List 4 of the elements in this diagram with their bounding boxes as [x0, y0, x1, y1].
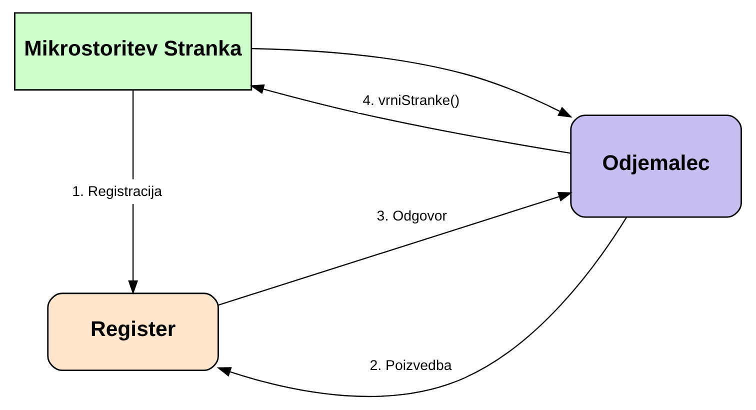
- edge-label: 2. Poizvedba: [370, 358, 452, 374]
- edge-label: 1. Registracija: [72, 184, 162, 200]
- edge-label: 3. Odgovor: [376, 208, 448, 225]
- edge-label: 4. vrniStranke(): [362, 92, 460, 109]
